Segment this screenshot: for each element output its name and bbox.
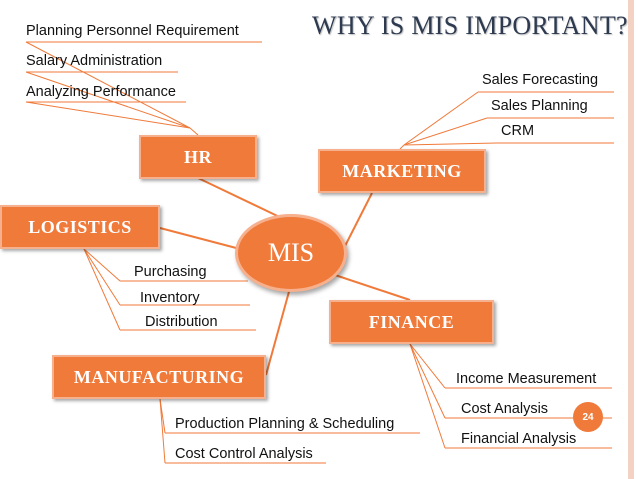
logistics-box: LOGISTICS [0,205,160,249]
finance-fan-2-line [409,343,446,419]
marketing-box: MARKETING [318,149,486,193]
manufacturing-fan-2-line [159,398,166,464]
manufacturing-item-production-planning: Production Planning & Scheduling [175,416,395,432]
finance-fan-1-line [409,343,446,389]
logistics-fan-2-line [83,248,121,306]
manufacturing-item-cost-control: Cost Control Analysis [175,446,313,462]
mis-center-node: MIS [235,214,347,292]
slide-border-decoration [628,0,634,479]
marketing-item-crm: CRM [501,123,535,139]
hr-item-salary-administration: Salary Administration [26,53,163,69]
logistics-to-mis-line [159,227,241,250]
finance-fan-3-line [409,343,446,449]
marketing-fan-3-line [403,142,498,146]
finance-item-financial-analysis: Financial Analysis [461,431,577,447]
hr-fan-1-line [25,41,191,129]
hr-fan-3-line [25,101,191,129]
marketing-fan-2-line [403,117,488,146]
logistics-item-inventory: Inventory [140,290,200,306]
logistics-fan-3-line [83,248,121,331]
marketing-item-sales-forecasting: Sales Forecasting [482,72,599,88]
manufacturing-to-mis-line [265,287,291,376]
logistics-item-distribution: Distribution [145,314,218,330]
logistics-fan-1-line [83,248,121,282]
hr-box: HR [139,135,257,179]
marketing-fan-1-line [403,91,479,146]
finance-item-cost-analysis: Cost Analysis [461,401,549,417]
hr-fan-2-line [25,71,191,129]
manufacturing-box: MANUFACTURING [52,355,266,399]
hr-item-analyzing-performance: Analyzing Performance [26,84,176,100]
marketing-item-sales-planning: Sales Planning [491,98,588,114]
finance-item-income-measurement: Income Measurement [456,371,597,387]
hr-item-planning-personnel: Planning Personnel Requirement [26,23,239,39]
marketing-to-items-line [399,144,405,150]
marketing-to-mis-line [342,192,373,251]
hr-to-items-line [189,127,199,136]
logistics-item-purchasing: Purchasing [134,264,207,280]
slide-title: WHY IS MIS IMPORTANT? [312,11,628,40]
page-number-badge: 24 [573,402,603,432]
finance-box: FINANCE [329,300,494,344]
